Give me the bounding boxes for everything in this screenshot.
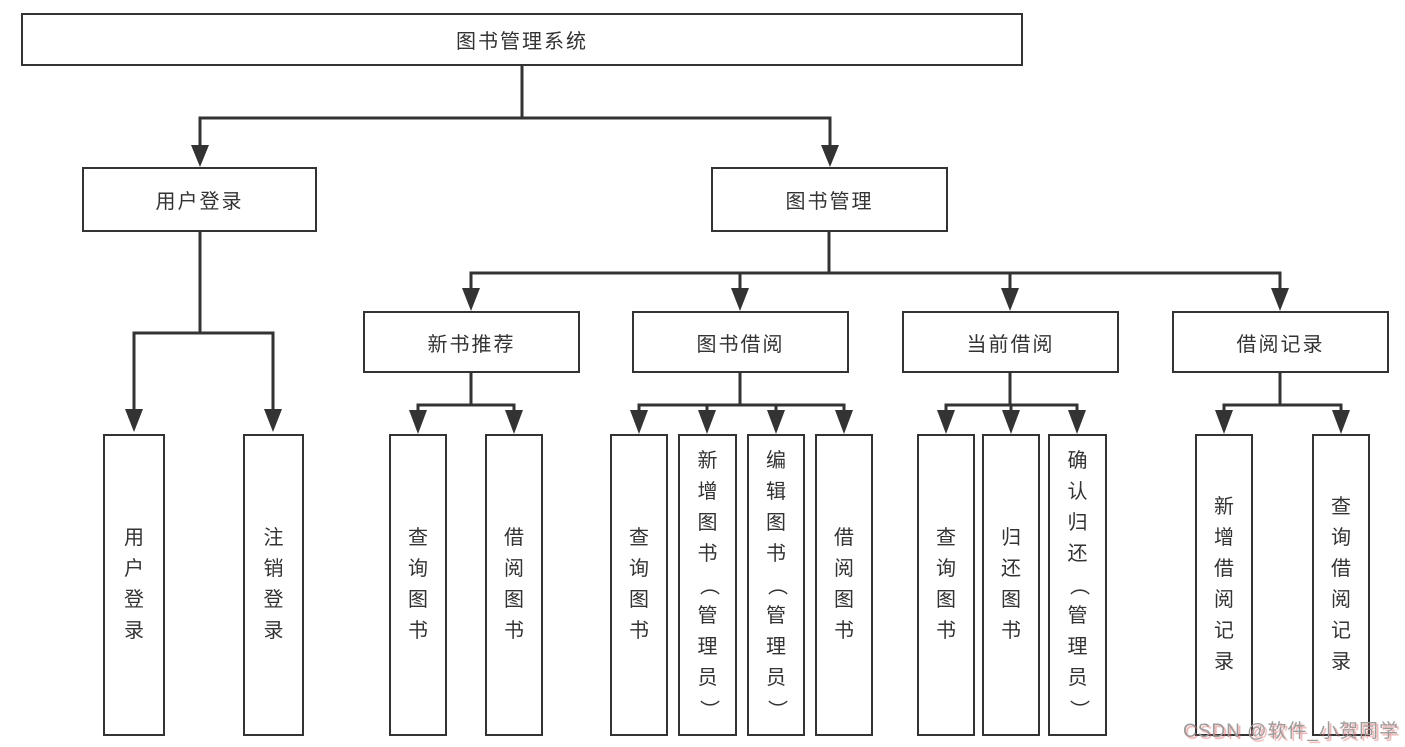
leaf-query-books-current: 查询图书 — [917, 434, 975, 736]
leaf-user-login: 用户登录 — [103, 434, 165, 736]
leaf-label: 确认归还（管理员） — [1067, 449, 1089, 720]
node-borrowing-records: 借阅记录 — [1172, 311, 1389, 373]
leaf-label: 编辑图书（管理员） — [765, 449, 788, 720]
leaf-label: 新增借阅记录 — [1214, 496, 1234, 673]
node-book-borrowing: 图书借阅 — [632, 311, 849, 373]
node-current-borrowing: 当前借阅 — [902, 311, 1119, 373]
node-library-management-system: 图书管理系统 — [21, 13, 1023, 66]
node-user-login-branch: 用户登录 — [82, 167, 317, 232]
leaf-label: 查询图书 — [629, 527, 649, 642]
leaf-query-books-borrow: 查询图书 — [610, 434, 668, 736]
leaf-add-books-admin: 新增图书（管理员） — [678, 434, 737, 736]
leaf-label: 借阅图书 — [504, 527, 524, 642]
leaf-query-books-recommend: 查询图书 — [389, 434, 447, 736]
leaf-add-borrow-record: 新增借阅记录 — [1195, 434, 1253, 736]
leaf-label: 用户登录 — [124, 527, 144, 642]
leaf-label: 查询借阅记录 — [1331, 496, 1351, 673]
leaf-borrow-books-recommend: 借阅图书 — [485, 434, 543, 736]
leaf-return-books: 归还图书 — [982, 434, 1040, 736]
leaf-label: 借阅图书 — [834, 527, 854, 642]
node-book-management-branch: 图书管理 — [711, 167, 948, 232]
leaf-label: 归还图书 — [1001, 527, 1021, 642]
leaf-label: 查询图书 — [936, 527, 956, 642]
leaf-confirm-return-admin: 确认归还（管理员） — [1048, 434, 1107, 736]
leaf-label: 查询图书 — [408, 527, 428, 642]
leaf-label: 新增图书（管理员） — [697, 449, 719, 720]
leaf-logout: 注销登录 — [243, 434, 304, 736]
leaf-borrow-books: 借阅图书 — [815, 434, 873, 736]
csdn-watermark: CSDN @软件_小贺同学 — [1183, 721, 1399, 742]
node-new-book-recommend: 新书推荐 — [363, 311, 580, 373]
leaf-label: 注销登录 — [263, 527, 284, 642]
leaf-edit-books-admin: 编辑图书（管理员） — [747, 434, 805, 736]
leaf-query-borrow-record: 查询借阅记录 — [1312, 434, 1370, 736]
